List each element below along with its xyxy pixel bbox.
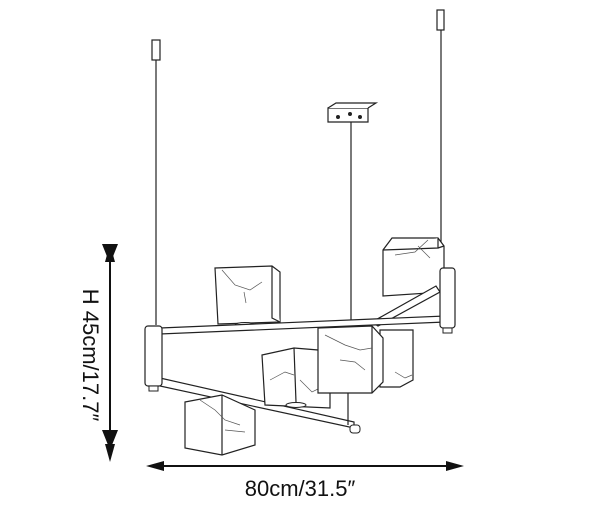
height-dimension-label: H 45cm/17.7″ — [78, 288, 103, 422]
marble-cube — [184, 394, 256, 456]
width-dimension-label: 80cm/31.5″ — [244, 476, 356, 501]
marble-cube — [317, 325, 384, 394]
chandelier — [144, 9, 456, 456]
marble-cube — [379, 329, 414, 388]
marble-cube — [214, 265, 281, 328]
